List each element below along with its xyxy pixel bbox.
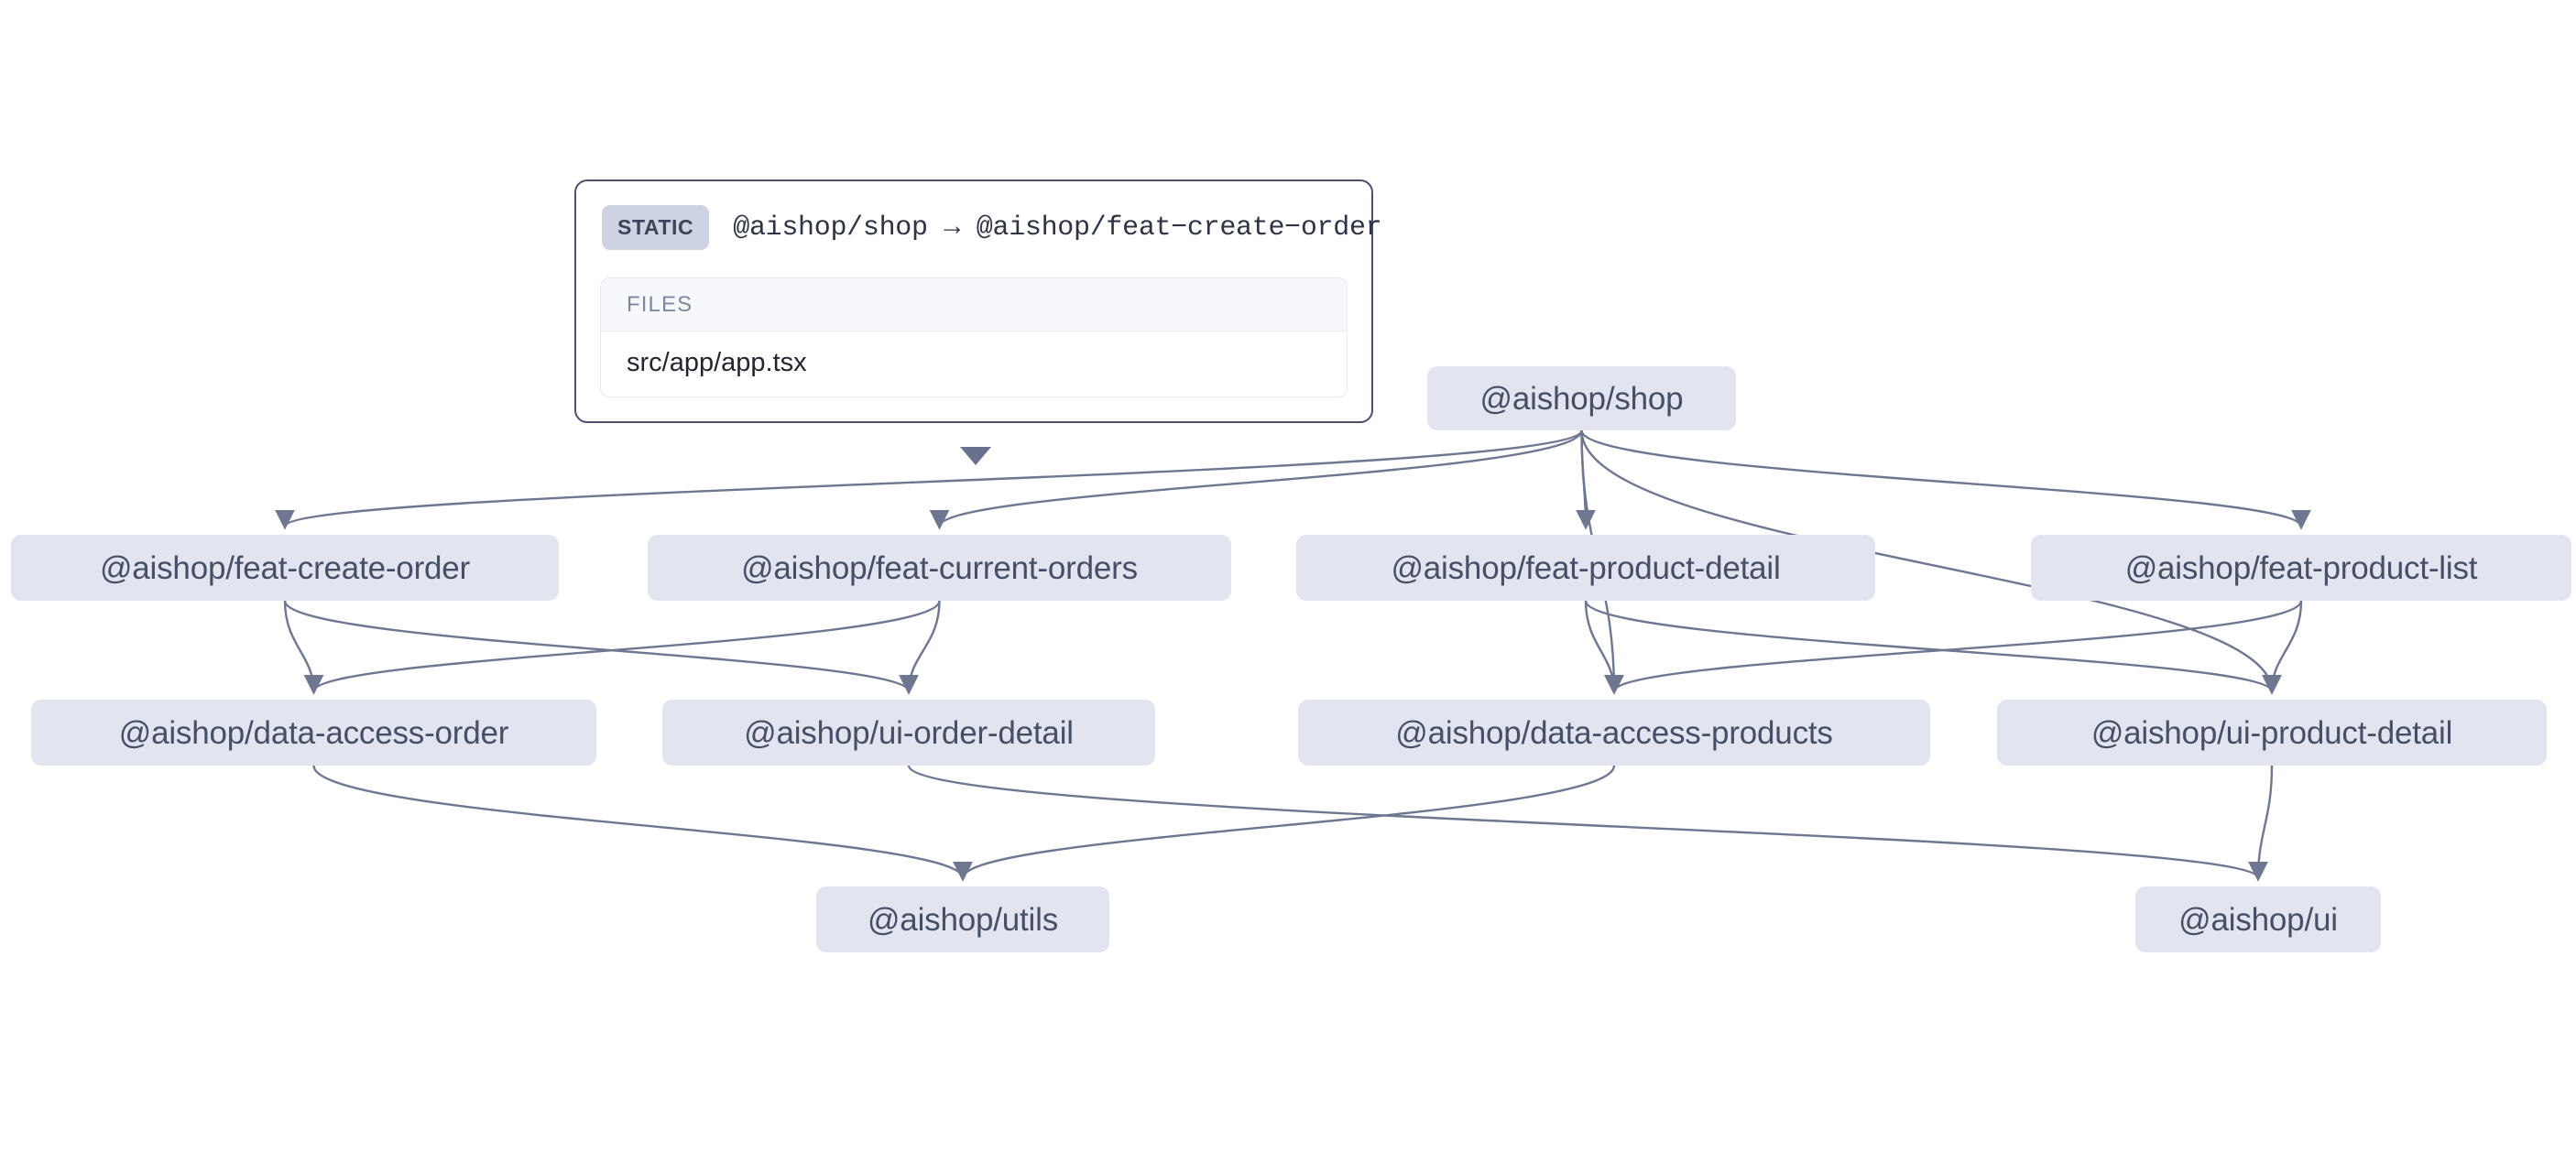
graph-edge-feat-create-order-to-data-access-order[interactable]	[283, 600, 324, 695]
graph-edge-feat-current-orders-to-data-access-order[interactable]	[304, 600, 941, 695]
graph-node-label: @aishop/feat-current-orders	[741, 549, 1138, 586]
dependency-detail-card[interactable]: STATIC @aishop/shop → @aishop/feat−creat…	[574, 179, 1382, 423]
graph-node-label: @aishop/data-access-order	[118, 714, 509, 751]
graph-edge-shop-to-feat-product-list[interactable]	[1580, 429, 2311, 530]
graph-node-feat-product-list[interactable]: @aishop/feat-product-list	[2031, 535, 2571, 601]
graph-node-ui-product-detail[interactable]: @aishop/ui-product-detail	[1997, 700, 2547, 766]
dependency-title: @aishop/shop → @aishop/feat−create−order	[733, 212, 1382, 244]
graph-edge-data-access-products-to-utils[interactable]	[953, 765, 1616, 882]
graph-edge-feat-create-order-to-ui-order-detail[interactable]	[283, 600, 919, 695]
graph-edge-feat-current-orders-to-ui-order-detail[interactable]	[899, 600, 941, 695]
graph-node-label: @aishop/ui	[2178, 901, 2338, 938]
graph-node-label: @aishop/feat-product-detail	[1391, 549, 1781, 586]
graph-edge-feat-product-detail-to-data-access-products[interactable]	[1584, 600, 1624, 695]
graph-edge-feat-product-list-to-data-access-products[interactable]	[1604, 600, 2303, 695]
graph-edge-feat-product-list-to-ui-product-detail[interactable]	[2262, 600, 2303, 695]
graph-edge-data-access-order-to-utils[interactable]	[312, 765, 973, 882]
file-row[interactable]: src/app/app.tsx	[627, 348, 807, 377]
graph-node-feat-product-detail[interactable]: @aishop/feat-product-detail	[1296, 535, 1875, 601]
graph-edge-ui-order-detail-to-ui[interactable]	[907, 765, 2268, 882]
graph-node-data-access-order[interactable]: @aishop/data-access-order	[31, 700, 596, 766]
graph-edge-shop-to-feat-current-orders[interactable]	[929, 429, 1583, 530]
graph-node-label: @aishop/ui-product-detail	[2090, 714, 2453, 751]
graph-edge-shop-to-feat-create-order[interactable]	[275, 429, 1583, 530]
graph-node-feat-current-orders[interactable]: @aishop/feat-current-orders	[648, 535, 1231, 601]
graph-node-label: @aishop/shop	[1479, 380, 1684, 417]
graph-node-shop[interactable]: @aishop/shop	[1427, 366, 1736, 430]
graph-node-ui-order-detail[interactable]: @aishop/ui-order-detail	[662, 700, 1155, 766]
graph-node-utils[interactable]: @aishop/utils	[816, 886, 1109, 952]
files-heading: FILES	[601, 278, 1347, 332]
files-list: src/app/app.tsx	[601, 332, 1347, 397]
graph-node-label: @aishop/ui-order-detail	[744, 714, 1074, 751]
graph-node-label: @aishop/data-access-products	[1395, 714, 1833, 751]
detail-card-header: STATIC @aishop/shop → @aishop/feat−creat…	[600, 201, 1382, 259]
detail-card-pointer	[960, 447, 991, 465]
graph-node-label: @aishop/feat-product-list	[2124, 549, 2478, 586]
graph-node-data-access-products[interactable]: @aishop/data-access-products	[1298, 700, 1930, 766]
graph-edge-feat-product-detail-to-ui-product-detail[interactable]	[1584, 600, 2282, 695]
graph-node-feat-create-order[interactable]: @aishop/feat-create-order	[11, 535, 559, 601]
graph-edge-ui-product-detail-to-ui[interactable]	[2248, 765, 2274, 882]
graph-node-ui[interactable]: @aishop/ui	[2135, 886, 2381, 952]
files-panel: FILES src/app/app.tsx	[600, 277, 1348, 397]
graph-node-label: @aishop/feat-create-order	[99, 549, 471, 586]
status-badge: STATIC	[602, 205, 710, 250]
graph-node-label: @aishop/utils	[867, 901, 1059, 938]
graph-edge-shop-to-feat-product-detail[interactable]	[1576, 429, 1596, 530]
